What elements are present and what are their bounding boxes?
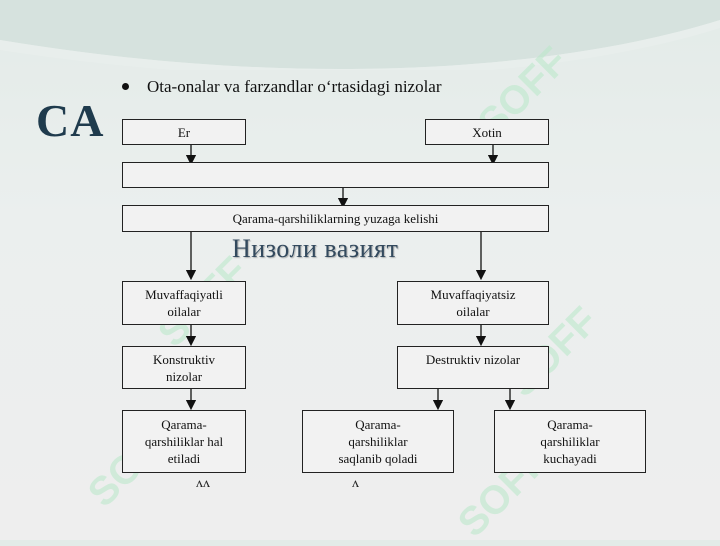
box-emergence: Qarama-qarshiliklarning yuzaga kelishi (122, 205, 549, 232)
bullet-item: Ota-onalar va farzandlar o‘rtasidagi niz… (122, 76, 442, 98)
footer-text-fragment: ʌ (352, 476, 359, 491)
box-conflicts-intensify: Qarama- qarshiliklar kuchayadi (494, 410, 646, 473)
box-xotin: Xotin (425, 119, 549, 145)
box-conflicts-resolved: Qarama- qarshiliklar hal etiladi (122, 410, 246, 473)
bullet-dot-icon (122, 82, 129, 90)
box-unsuccessful-families: Muvaffaqiyatsiz oilalar (397, 281, 549, 325)
box-constructive-conflicts: Konstruktiv nizolar (122, 346, 246, 389)
box-destructive-conflicts: Destruktiv nizolar (397, 346, 549, 389)
box-er: Er (122, 119, 246, 145)
footer-text-fragment: ʌʌ (196, 476, 210, 491)
top-decorative-band (0, 0, 720, 70)
box-successful-families: Muvaffaqiyatli oilalar (122, 281, 246, 325)
situation-heading: Низоли вазият (232, 234, 399, 263)
slide-title-fragment: CA (36, 95, 105, 146)
bullet-text: Ota-onalar va farzandlar o‘rtasidagi niz… (147, 77, 442, 96)
box-conflicts-preserved: Qarama- qarshiliklar saqlanib qoladi (302, 410, 454, 473)
box-merge (122, 162, 549, 188)
